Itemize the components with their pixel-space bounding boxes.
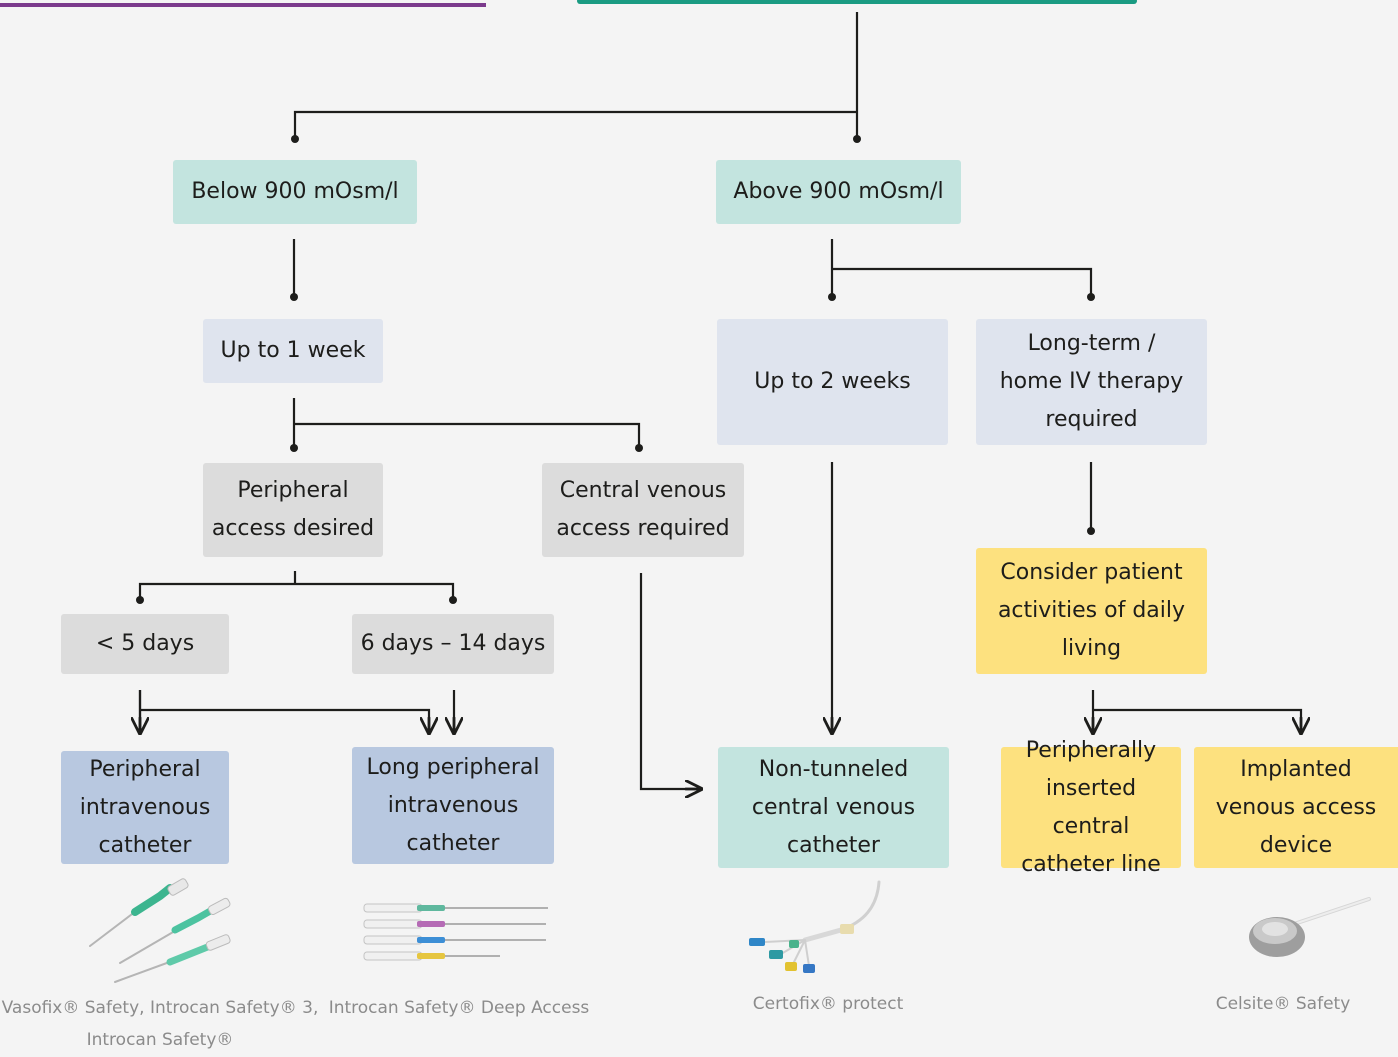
node-above-900-label: Above 900 mOsm/l: [733, 179, 944, 204]
node-up-to-2-weeks: Up to 2 weeks: [717, 319, 948, 445]
node-peripheral-access: Peripheral access desired: [203, 463, 383, 557]
caption-certofix: Certofix® protect: [752, 994, 904, 1014]
iv-cannula-icon: [89, 878, 231, 983]
node-piv-catheter: Peripheral intravenous catheter: [61, 751, 229, 864]
central-venous-catheter-icon: [749, 880, 881, 973]
node-up-to-1-week: Up to 1 week: [203, 319, 383, 383]
node-long-term-label: Long-term / home IV therapy required: [999, 331, 1184, 432]
node-up-to-1-week-label: Up to 1 week: [220, 338, 366, 363]
node-central-venous-access: Central venous access required: [542, 463, 744, 557]
caption-celsite: Celsite® Safety: [1215, 994, 1351, 1014]
connector-consider-right-arrow: [1093, 708, 1301, 733]
node-picc-line: Peripherally inserted central catheter l…: [1001, 738, 1181, 877]
node-above-900: Above 900 mOsm/l: [716, 160, 961, 224]
node-less-5-days: < 5 days: [61, 614, 229, 674]
node-consider-patient: Consider patient activities of daily liv…: [976, 548, 1207, 674]
node-implanted-device-label: Implanted venous access device: [1215, 756, 1377, 858]
node-central-venous-access-label: Central venous access required: [556, 478, 730, 541]
node-consider-patient-label: Consider patient activities of daily liv…: [997, 560, 1186, 661]
node-non-tunneled: Non-tunneled central venous catheter: [718, 747, 949, 868]
node-implanted-device: Implanted venous access device: [1194, 747, 1398, 868]
node-piv-catheter-label: Peripheral intravenous catheter: [79, 756, 211, 858]
node-long-term: Long-term / home IV therapy required: [976, 319, 1207, 445]
node-peripheral-access-label: Peripheral access desired: [211, 478, 375, 541]
node-6-14-days: 6 days – 14 days: [352, 614, 554, 674]
connector-above-split: [830, 239, 1093, 297]
caption-vasofix: Vasofix® Safety, Introcan Safety® 3, Int…: [1, 998, 319, 1050]
node-6-14-days-label: 6 days – 14 days: [360, 631, 546, 656]
node-long-piv-catheter: Long peripheral intravenous catheter: [352, 747, 554, 864]
connector-week-split: [292, 398, 641, 448]
node-less-5-days-label: < 5 days: [95, 631, 195, 656]
caption-introcan-deep: Introcan Safety® Deep Access: [328, 998, 590, 1018]
connector-central-arrow: [639, 573, 701, 789]
implanted-port-icon: [1249, 897, 1371, 957]
node-non-tunneled-label: Non-tunneled central venous catheter: [751, 756, 916, 858]
node-below-900-label: Below 900 mOsm/l: [191, 179, 399, 204]
node-below-900: Below 900 mOsm/l: [173, 160, 417, 224]
connector-less5-arrows: [138, 690, 429, 733]
node-long-piv-catheter-label: Long peripheral intravenous catheter: [366, 754, 540, 856]
node-picc-line-label: Peripherally inserted central catheter l…: [1021, 737, 1161, 877]
connector-peripheral-split: [138, 571, 455, 600]
node-up-to-2-weeks-label: Up to 2 weeks: [754, 369, 911, 394]
long-catheter-icon: [363, 903, 548, 961]
connector-top-split: [293, 12, 859, 139]
